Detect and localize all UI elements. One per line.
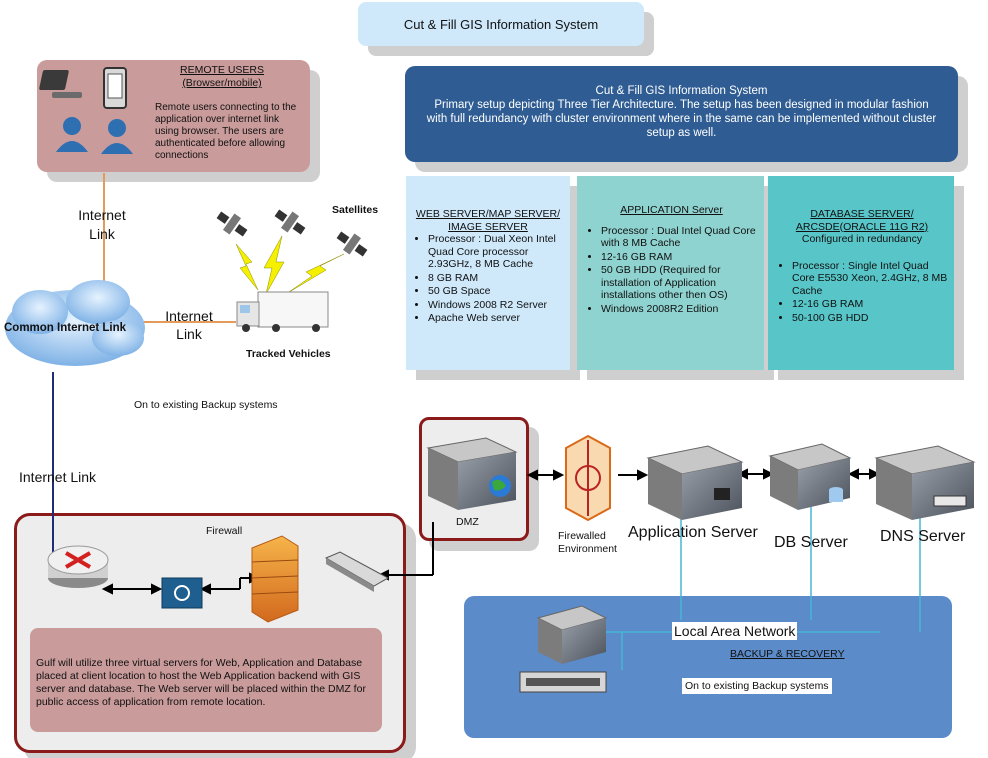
db-server-subtitle: Configured in redundancy [801, 233, 923, 245]
db-server-title: DATABASE SERVER/ ARCSDE(ORACLE 11G R2) [795, 208, 929, 233]
spec-item: 50-100 GB HDD [792, 312, 948, 325]
backup-server-icon [536, 605, 608, 664]
network-hub-icon [324, 551, 390, 592]
satellite-icon [274, 209, 306, 235]
internet-cloud-icon [5, 280, 145, 366]
dns-server-icon [874, 445, 976, 520]
lan-label: Local Area Network [672, 622, 798, 640]
satellite-icon [216, 211, 248, 237]
backup-recovery-title: BACKUP & RECOVERY [730, 648, 845, 660]
remote-users-box [37, 60, 310, 172]
overview-title: Cut & Fill GIS Information System [595, 85, 768, 97]
dns-server-label: DNS Server [880, 528, 966, 545]
spec-item: 50 GB Space [428, 285, 564, 298]
spec-item: Processor : Dual Intel Quad Core with 8 … [601, 225, 758, 250]
app-server-title: APPLICATION Server [620, 204, 723, 216]
spec-item: Processor : Single Intel Quad Core E5530… [792, 260, 948, 298]
overview-line-2: with full redundancy with cluster enviro… [426, 113, 937, 125]
spec-item: Windows 2008 R2 Server [428, 299, 564, 312]
spec-item: 50 GB HDD (Required for installation of … [601, 264, 758, 302]
internet-link-label-mid: Internet Link [165, 308, 213, 342]
web-server-spec: WEB SERVER/MAP SERVER/ IMAGE SERVER Proc… [406, 176, 570, 370]
spec-item: Apache Web server [428, 312, 564, 325]
diagram-title: Cut & Fill GIS Information System [403, 16, 599, 32]
firewalled-environment-icon [565, 434, 611, 522]
laptop-icon [39, 70, 82, 98]
router-icon [47, 545, 109, 588]
remote-users-title: REMOTE USERS [180, 64, 265, 76]
satellite-icon [336, 231, 368, 257]
overview-line-1: Primary setup depicting Three Tier Archi… [434, 99, 929, 111]
internet-link-label-top: Internet Link [78, 207, 126, 242]
spec-item: 8 GB RAM [428, 272, 564, 285]
vpn-module-icon [161, 577, 203, 609]
tracked-vehicle-icon [236, 291, 329, 332]
common-internet-link-label: Common Internet Link [4, 322, 127, 334]
spec-item: 12-16 GB RAM [792, 298, 948, 311]
db-server-spec-list: Processor : Single Intel Quad Core E5530… [776, 260, 948, 325]
remote-users-description: Remote users connecting to the applicati… [155, 102, 297, 161]
db-server-spec: DATABASE SERVER/ ARCSDE(ORACLE 11G R2) C… [768, 176, 954, 370]
web-server-spec-list: Processor : Dual Xeon Intel Quad Core pr… [412, 233, 564, 325]
spec-item: Processor : Dual Xeon Intel Quad Core pr… [428, 233, 564, 271]
spec-item: 12-16 GB RAM [601, 251, 758, 264]
user-icon [56, 117, 88, 152]
dmz-label: DMZ [456, 516, 479, 528]
mobile-device-icon [103, 67, 127, 109]
internet-link-label-left: Internet Link [19, 469, 97, 485]
backup-systems-label: On to existing Backup systems [682, 678, 832, 694]
tracked-vehicles-label: Tracked Vehicles [246, 348, 331, 360]
db-server-icon [768, 443, 852, 510]
application-server-icon [646, 445, 744, 520]
tape-library-icon [519, 671, 607, 693]
firewall-icon [251, 535, 299, 623]
web-server-title: WEB SERVER/MAP SERVER/ IMAGE SERVER [415, 208, 561, 233]
dmz-server-icon [426, 437, 518, 510]
firewall-label: Firewall [206, 525, 243, 537]
diagram-title-box: Cut & Fill GIS Information System [358, 2, 644, 46]
application-server-label: Application Server [628, 524, 758, 541]
app-server-spec-list: Processor : Dual Intel Quad Core with 8 … [585, 225, 758, 316]
firewalled-environment-label: Firewalled Environment [558, 530, 617, 555]
spec-item: Windows 2008R2 Edition [601, 303, 758, 316]
signal-bolts [235, 235, 345, 295]
gulf-note: Gulf will utilize three virtual servers … [30, 628, 382, 732]
backup-note-label: On to existing Backup systems [134, 399, 278, 411]
db-server-label: DB Server [774, 534, 848, 551]
overview-line-3: setup as well. [646, 127, 717, 139]
overview-box: Cut & Fill GIS Information System Primar… [405, 66, 958, 162]
satellites-label: Satellites [332, 204, 379, 216]
user-icon [101, 119, 133, 154]
remote-users-subtitle: (Browser/mobile) [182, 77, 262, 89]
app-server-spec: APPLICATION Server Processor : Dual Inte… [577, 176, 764, 370]
